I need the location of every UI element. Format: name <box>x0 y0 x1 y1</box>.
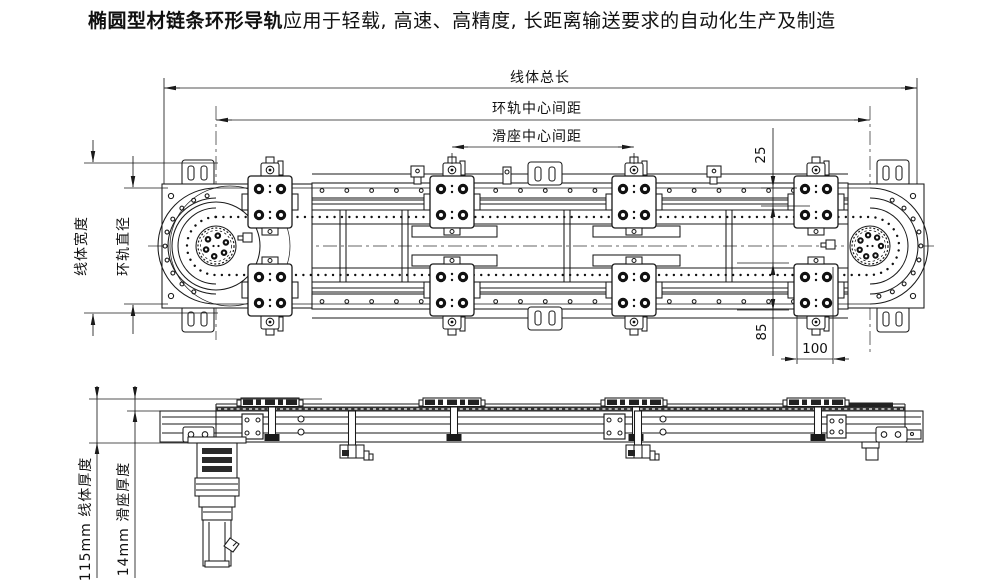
phantom-circle <box>169 185 291 307</box>
carriage-slider <box>787 256 845 336</box>
dim-label-100: 100 <box>802 341 828 357</box>
left-sprocket <box>195 225 253 267</box>
chain-link-path <box>185 215 901 277</box>
middle-brackets <box>410 161 722 331</box>
side-bolt-blocks <box>241 413 847 440</box>
title-product-name: 椭圆型材链条环形导轨 <box>88 9 283 32</box>
dim-label-ring-center-distance: 环轨中心间距 <box>492 101 582 117</box>
carriage-slider <box>423 156 481 236</box>
ring-rail-arcs <box>157 187 929 305</box>
dim-label-25: 25 <box>753 146 769 163</box>
carriage-slider <box>241 156 299 236</box>
dim-label-slider-center-distance: 滑座中心间距 <box>492 128 582 145</box>
carriage-slider <box>605 256 663 336</box>
carriage-slider <box>423 256 481 336</box>
dimensions <box>84 78 918 578</box>
dim-label-85: 85 <box>754 323 770 340</box>
carriage-slider <box>241 256 299 336</box>
title-description: 应用于轻载, 高速、高精度, 长距离输送要求的自动化生产及制造 <box>283 10 836 32</box>
left-turn-wheel <box>171 201 261 291</box>
turn-plate-bolts <box>162 193 924 299</box>
sensor-posts <box>339 410 922 461</box>
dim-label-body-thickness: 115mm 线体厚度 <box>78 457 94 580</box>
carriage-slider <box>787 156 845 236</box>
rail-body <box>159 410 924 443</box>
dim-label-slider-thickness: 14mm 滑座厚度 <box>115 462 132 577</box>
carriage-slider <box>605 156 663 236</box>
right-sprocket <box>820 225 891 267</box>
drawing-title: 椭圆型材链条环形导轨应用于轻载, 高速、高精度, 长距离输送要求的自动化生产及制… <box>88 9 836 32</box>
top-view-plan <box>148 106 934 356</box>
drive-motor <box>187 436 247 568</box>
dim-label-body-width: 线体宽度 <box>73 216 90 276</box>
dim-label-ring-diameter: 环轨直径 <box>115 216 132 276</box>
side-view-elevation <box>159 397 924 568</box>
dim-label-total-length: 线体总长 <box>510 70 570 86</box>
slider-plates <box>236 397 850 408</box>
